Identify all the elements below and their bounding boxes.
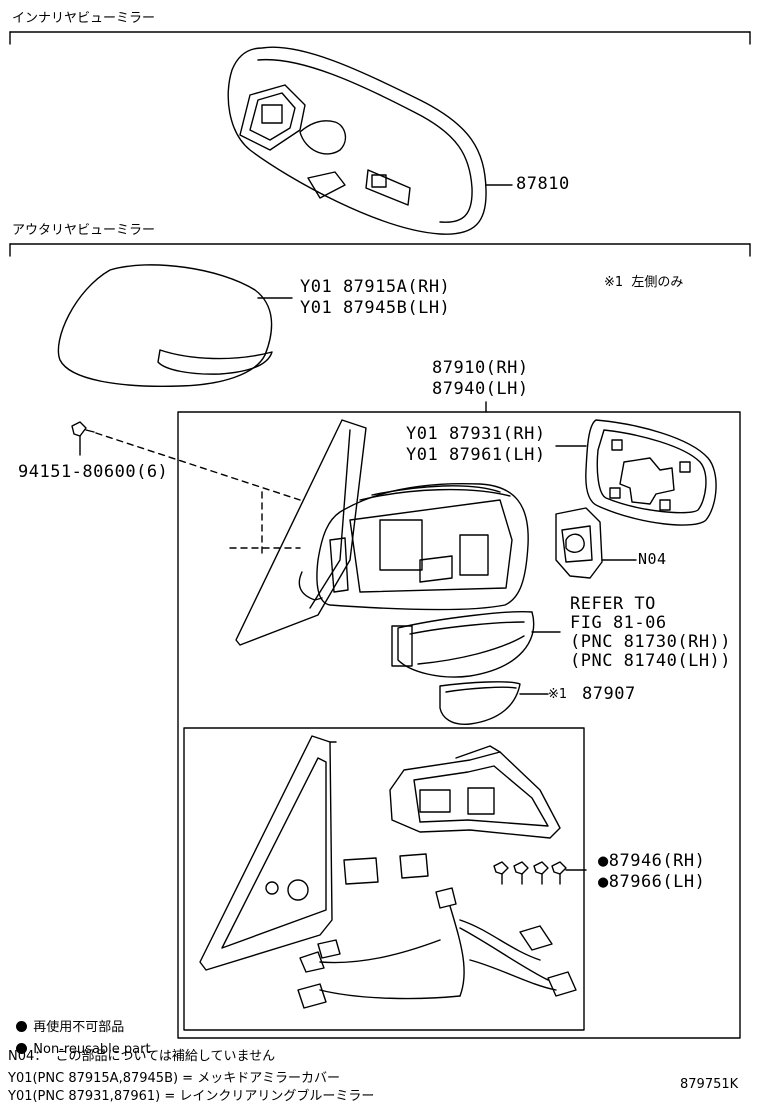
left-only-footnote: ※1 左側のみ — [604, 275, 684, 290]
cover-rh-label[interactable]: Y01 87915A(RH) — [300, 277, 451, 297]
refer-line-1: REFER TO — [570, 594, 656, 614]
lamp-cover-drawing — [439, 681, 549, 725]
outer-section-rule — [9, 243, 751, 257]
legend-nonreusable-en-text: Non-reusable part — [33, 1042, 151, 1057]
motor-lh-label[interactable]: ●87966(LH) — [598, 872, 706, 892]
legend-y01-cover-note: Y01(PNC 87915A,87945B) = メッキドアミラーカバー — [8, 1071, 340, 1086]
mirror-glass-rh-label[interactable]: Y01 87931(RH) — [406, 424, 546, 444]
cover-lh-label[interactable]: Y01 87945B(LH) — [300, 298, 451, 318]
mirror-glass-lh-label[interactable]: Y01 87961(LH) — [406, 445, 546, 465]
mirror-housing-drawing — [316, 482, 529, 611]
lamp-cover-label[interactable]: 87907 — [582, 684, 636, 704]
refer-line-2[interactable]: FIG 81-06 — [570, 613, 667, 633]
legend-y01-mirror-note: Y01(PNC 87931,87961) = レインクリアリングブルーミラー — [8, 1089, 375, 1104]
motor-subassembly-frame — [183, 727, 585, 1031]
mirror-glass-drawing — [555, 419, 717, 526]
mirror-cover-drawing — [57, 264, 293, 387]
outer-mirror-section-title: アウタリヤビューミラー — [12, 223, 156, 238]
refer-line-3: (PNC 81730(RH)) — [570, 632, 732, 652]
bullet-icon — [16, 1021, 28, 1032]
refer-line-4: (PNC 81740(LH)) — [570, 651, 732, 671]
legend-nonreusable-en: Non-reusable part — [8, 1030, 151, 1056]
inner-mirror-drawing — [227, 46, 513, 235]
wire-harness-drawing — [297, 887, 577, 1009]
assembly-rh-label[interactable]: 87910(RH) — [432, 358, 529, 378]
n04-label: N04 — [638, 550, 667, 568]
legend-nonreusable-jp-text: 再使用不可部品 — [33, 1020, 125, 1035]
motor-rh-label[interactable]: ●87946(RH) — [598, 851, 706, 871]
figure-id: 879751K — [680, 1077, 739, 1092]
small-screws-drawing — [493, 861, 587, 885]
inner-mirror-section-title: インナリヤビューミラー — [12, 11, 156, 26]
screw-drawing — [71, 421, 301, 556]
motor-drawing — [389, 745, 561, 839]
bullet-icon — [16, 1043, 28, 1054]
turn-lamp-drawing — [391, 611, 561, 678]
n04-part-drawing — [555, 507, 637, 579]
part-87810-label[interactable]: 87810 — [516, 174, 570, 194]
lamp-footnote-mark: ※1 — [548, 687, 568, 702]
mirror-frame-drawing — [199, 735, 337, 971]
inner-section-rule — [9, 31, 751, 45]
screw-label[interactable]: 94151-80600(6) — [18, 462, 169, 482]
assembly-frame — [177, 411, 741, 1039]
connector-drawing — [343, 853, 429, 885]
legend-nonreusable-jp: 再使用不可部品 — [8, 1008, 124, 1034]
mirror-base-drawing — [235, 419, 367, 646]
assembly-lh-label[interactable]: 87940(LH) — [432, 379, 529, 399]
legend-n04-note: N04： この部品については補給していません — [8, 1049, 276, 1064]
